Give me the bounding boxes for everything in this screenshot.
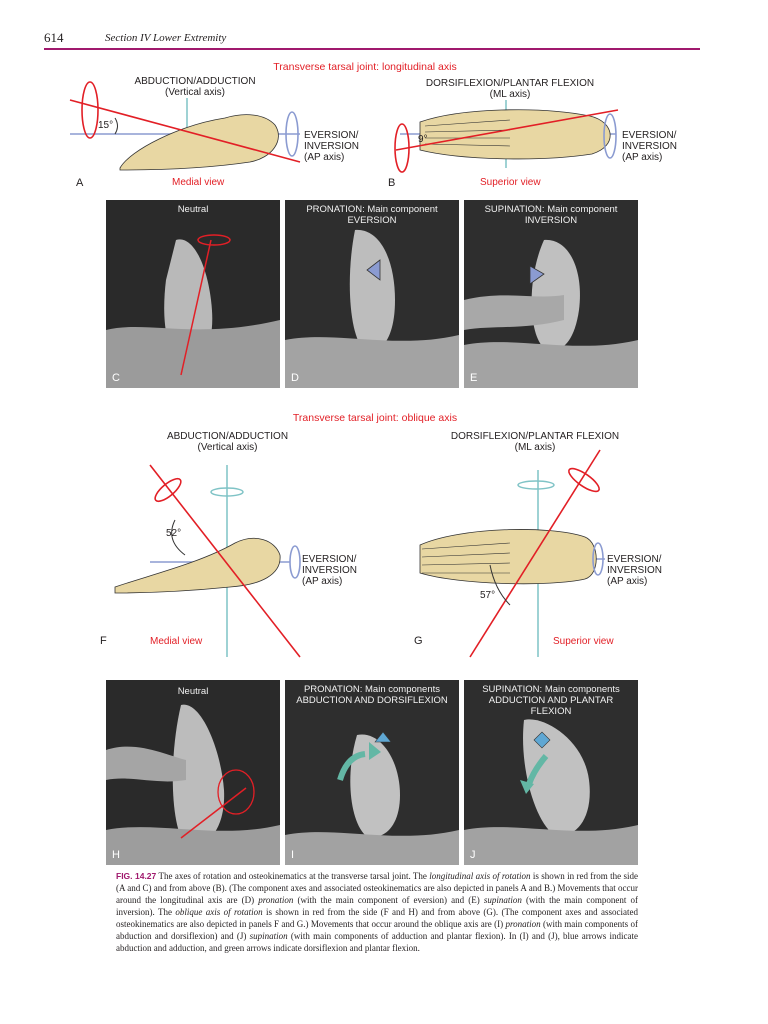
view-label-f: Medial view: [150, 636, 203, 647]
photo-e-illustration: [464, 200, 638, 388]
axis-title-f: ABDUCTION/ADDUCTION: [166, 431, 289, 442]
foot-superior-illustration-b: [394, 100, 619, 173]
angle-label-g: 57°: [480, 590, 496, 601]
axis-subtitle-f: (Vertical axis): [197, 442, 258, 453]
photo-j-illustration: [464, 680, 638, 865]
axis-subtitle-g: (ML axis): [514, 442, 556, 453]
panel-letter-c: C: [112, 372, 120, 384]
photo-title-c: Neutral: [177, 204, 209, 215]
photo-title-h: Neutral: [177, 686, 209, 697]
panel-letter-i: I: [291, 849, 295, 861]
panel-letter-g: G: [414, 635, 423, 647]
view-label-b: Superior view: [480, 177, 541, 188]
panel-letter-e: E: [470, 372, 478, 384]
photo-panel-c: Neutral C: [106, 200, 280, 388]
eversion-label-b-3: (AP axis): [622, 152, 663, 163]
axis-title-g: DORSIFLEXION/PLANTAR FLEXION: [450, 431, 620, 442]
foot-superior-illustration-g: [419, 449, 605, 658]
view-label-g: Superior view: [553, 636, 614, 647]
diagram-a: ABDUCTION/ADDUCTION (Vertical axis) 15° …: [60, 70, 360, 195]
diagram-g: DORSIFLEXION/PLANTAR FLEXION (ML axis) 5…: [400, 425, 700, 660]
photo-h-illustration: [106, 680, 280, 865]
axis-subtitle-b: (ML axis): [489, 89, 531, 100]
eversion-label-b-2: INVERSION: [622, 141, 678, 152]
photo-c-illustration: [106, 200, 280, 388]
axis-title-b: DORSIFLEXION/PLANTAR FLEXION: [425, 78, 595, 89]
eversion-label-g-1: EVERSION/: [607, 554, 662, 565]
eversion-label-f-3: (AP axis): [302, 576, 343, 587]
panel-letter-b: B: [388, 177, 396, 189]
photo-panel-h: Neutral H: [106, 680, 280, 865]
axis-title-a: ABDUCTION/ADDUCTION: [134, 76, 256, 87]
eversion-label-f-1: EVERSION/: [302, 554, 357, 565]
photo-i-illustration: [285, 680, 459, 865]
eversion-label-g-3: (AP axis): [607, 576, 648, 587]
foot-medial-illustration-a: [69, 81, 301, 171]
eversion-label-a-2: INVERSION: [304, 141, 360, 152]
photo-d-illustration: [285, 200, 459, 388]
foot-medial-illustration-f: [114, 464, 301, 658]
angle-label-a: 15°: [98, 120, 114, 131]
eversion-label-g-2: INVERSION: [607, 565, 663, 576]
panel-letter-j: J: [470, 849, 476, 861]
section-title-oblique: Transverse tarsal joint: oblique axis: [292, 412, 458, 424]
axis-subtitle-a: (Vertical axis): [164, 87, 225, 98]
angle-label-f: 52°: [166, 528, 182, 539]
figure-number: FIG. 14.27: [116, 871, 157, 881]
running-header: Section IV Lower Extremity: [105, 32, 227, 44]
diagram-b: DORSIFLEXION/PLANTAR FLEXION (ML axis) 9…: [380, 70, 700, 195]
header-rule: [44, 48, 700, 50]
panel-letter-f: F: [100, 635, 107, 647]
diagram-f: ABDUCTION/ADDUCTION (Vertical axis) 52° …: [90, 425, 390, 660]
eversion-label-a-3: (AP axis): [304, 152, 345, 163]
eversion-label-b-1: EVERSION/: [622, 130, 677, 141]
view-label-a: Medial view: [172, 177, 225, 188]
section-title-longitudinal: Transverse tarsal joint: longitudinal ax…: [273, 61, 457, 73]
figure-caption: FIG. 14.27 The axes of rotation and oste…: [116, 871, 639, 953]
angle-label-b: 9°: [418, 134, 428, 145]
panel-letter-d: D: [291, 372, 299, 384]
page-number: 614: [44, 30, 64, 45]
eversion-label-f-2: INVERSION: [302, 565, 358, 576]
eversion-label-a-1: EVERSION/: [304, 130, 359, 141]
panel-letter-h: H: [112, 849, 120, 861]
panel-letter-a: A: [76, 177, 84, 189]
